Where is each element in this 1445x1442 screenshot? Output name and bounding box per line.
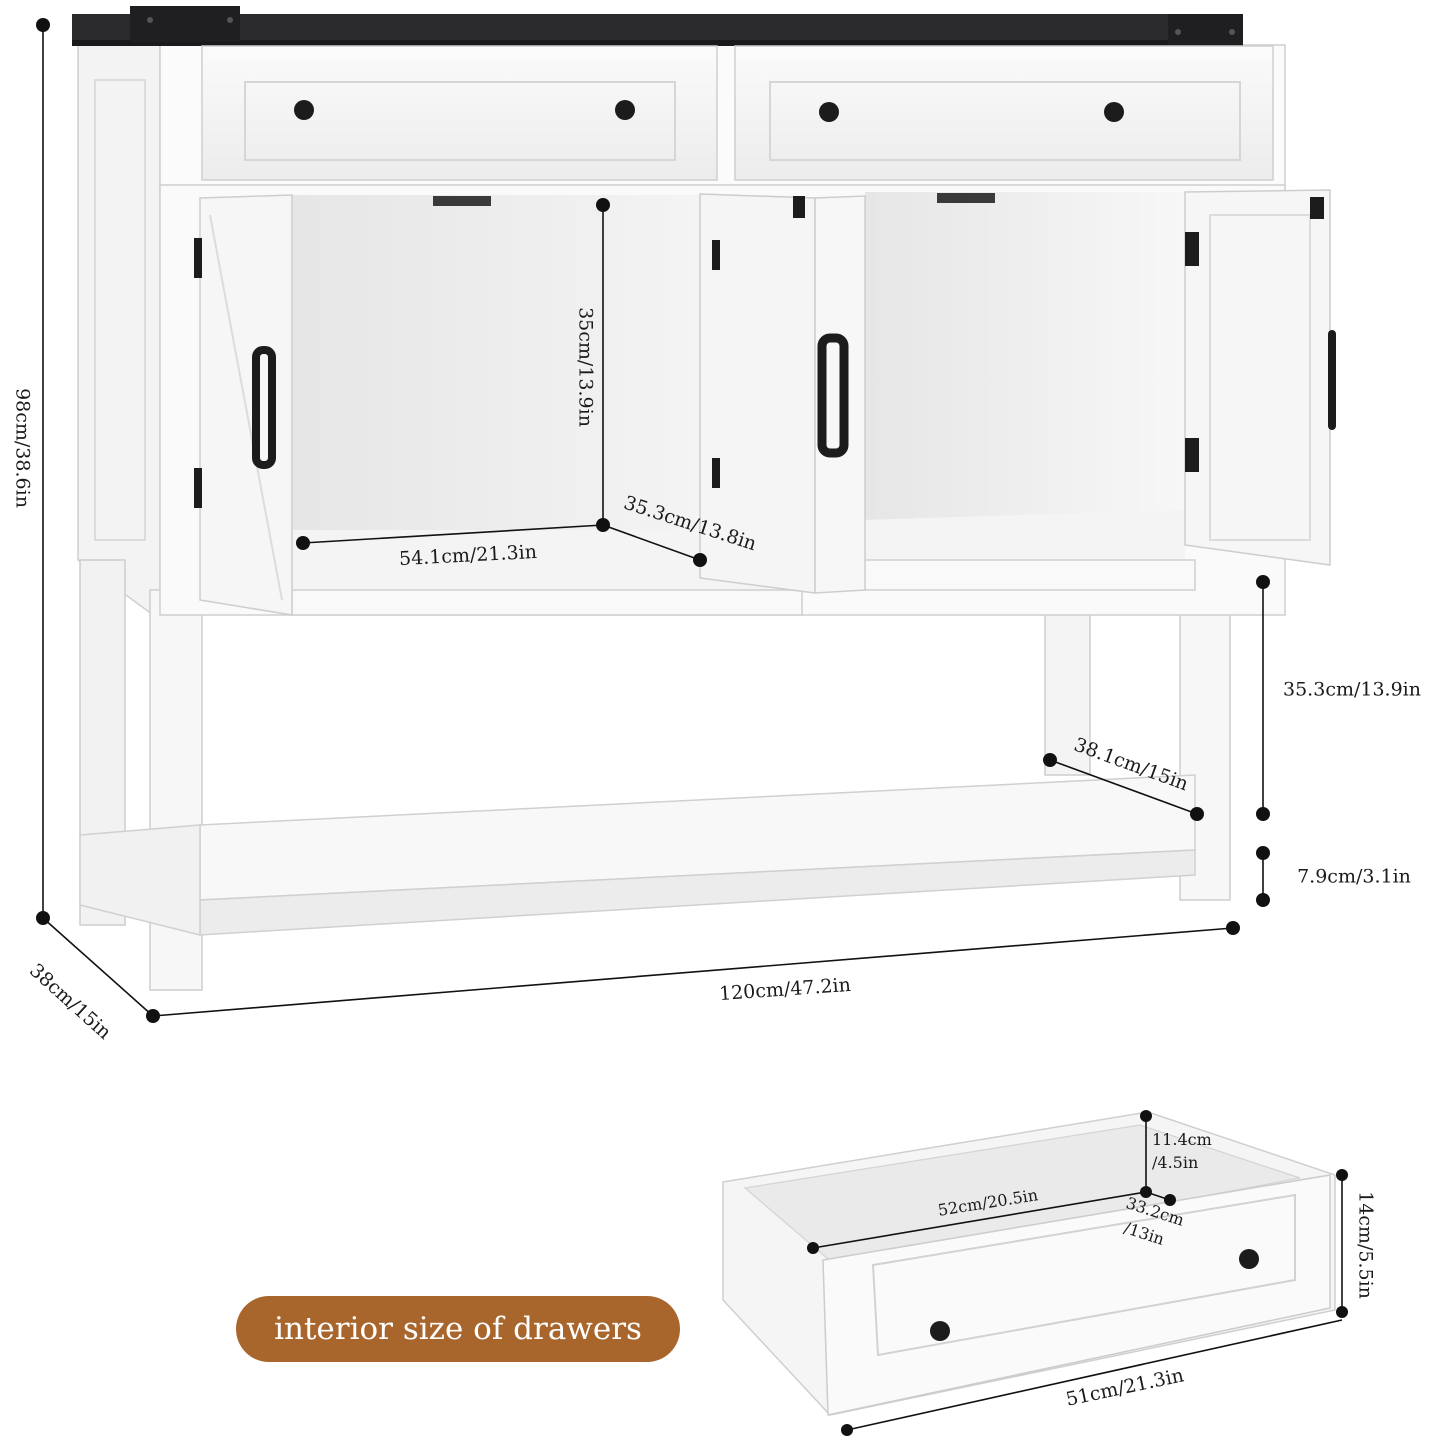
drawer-knob xyxy=(615,100,635,120)
drawer-interior-height-line2: /4.5in xyxy=(1152,1153,1199,1172)
open-shelf-height-label: 35.3cm/13.9in xyxy=(1283,678,1421,701)
drawer-outer-height-label: 14cm/5.5in xyxy=(1354,1191,1377,1299)
drawer-knob xyxy=(930,1321,950,1341)
floor-clearance-label: 7.9cm/3.1in xyxy=(1297,865,1411,888)
drawer-knob xyxy=(1239,1249,1259,1269)
drawer-knob xyxy=(294,100,314,120)
left-cabinet-interior xyxy=(292,195,800,590)
drawer-front-panel xyxy=(822,1174,1331,1416)
door-latch xyxy=(937,193,995,203)
total-height-label: 98cm/38.6in xyxy=(11,388,34,508)
door-handle xyxy=(1328,330,1336,430)
top-corner-bracket-left xyxy=(130,6,240,42)
cabinet-height-label: 35cm/13.9in xyxy=(574,307,597,427)
drawer-dimension-lines xyxy=(807,1110,1348,1436)
left-side-panel xyxy=(77,44,161,622)
door-latch xyxy=(433,196,491,206)
drawer-knob xyxy=(1104,102,1124,122)
drawer-knob xyxy=(819,102,839,122)
door-handle xyxy=(252,346,276,469)
drawer-illustration xyxy=(722,1111,1336,1416)
door-handle xyxy=(817,333,849,458)
side-panel-inset xyxy=(94,79,146,541)
table-top xyxy=(72,14,1243,46)
sideboard xyxy=(72,6,1336,991)
dimension-lines xyxy=(36,18,1270,1023)
right-cabinet-interior xyxy=(865,192,1185,520)
drawer-interior-height-line1: 11.4cm xyxy=(1152,1130,1212,1149)
drawer-interior-badge: interior size of drawers xyxy=(236,1296,680,1362)
door-far-right xyxy=(1184,189,1331,566)
